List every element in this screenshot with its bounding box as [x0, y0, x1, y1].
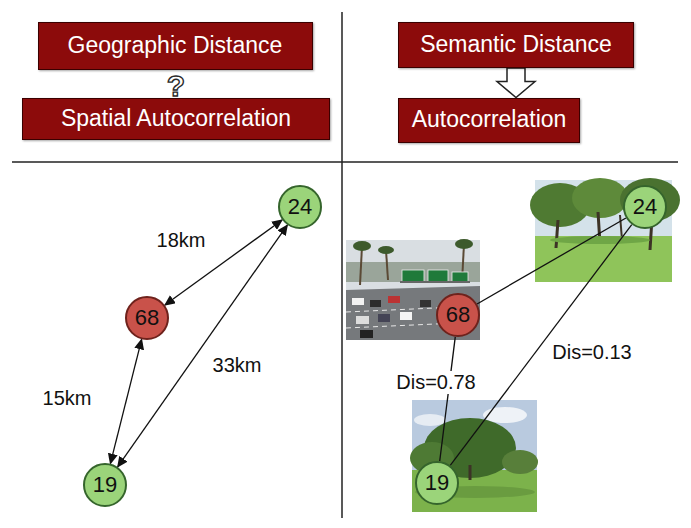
concept-label: Geographic Distance — [68, 33, 283, 58]
concept-box: Spatial Autocorrelation — [22, 98, 330, 140]
edge-label: Dis=0.78 — [393, 371, 479, 394]
question-mark: ? — [167, 71, 185, 101]
node-number: 68 — [135, 306, 159, 330]
edge-label: 18km — [154, 229, 209, 252]
concept-label: Autocorrelation — [412, 107, 567, 132]
node-number: 68 — [446, 303, 470, 327]
node-number: 19 — [425, 471, 449, 495]
concept-box: Geographic Distance — [38, 22, 313, 70]
edge-label: 15km — [40, 387, 95, 410]
park-photo — [410, 400, 538, 512]
concept-label: Semantic Distance — [420, 32, 612, 57]
location-circle: 68 — [436, 293, 480, 337]
block-arrow — [497, 68, 535, 98]
node-number: 24 — [633, 195, 657, 219]
distance-arrow — [110, 339, 141, 463]
highway-photo — [346, 239, 480, 340]
distance-arrow — [118, 225, 288, 467]
edge-label: 33km — [210, 354, 265, 377]
concept-box: Semantic Distance — [398, 22, 634, 68]
concept-box: Autocorrelation — [398, 98, 580, 143]
concept-label: Spatial Autocorrelation — [61, 106, 291, 131]
location-circle: 24 — [623, 185, 667, 229]
node-number: 24 — [288, 195, 312, 219]
location-circle: 19 — [415, 461, 459, 505]
similarity-line — [440, 337, 456, 461]
location-circle: 19 — [83, 463, 127, 507]
divider-lines — [12, 12, 678, 518]
edge-label: Dis=0.13 — [549, 341, 635, 364]
location-circle: 24 — [278, 185, 322, 229]
node-number: 19 — [93, 473, 117, 497]
location-circle: 68 — [125, 296, 169, 340]
